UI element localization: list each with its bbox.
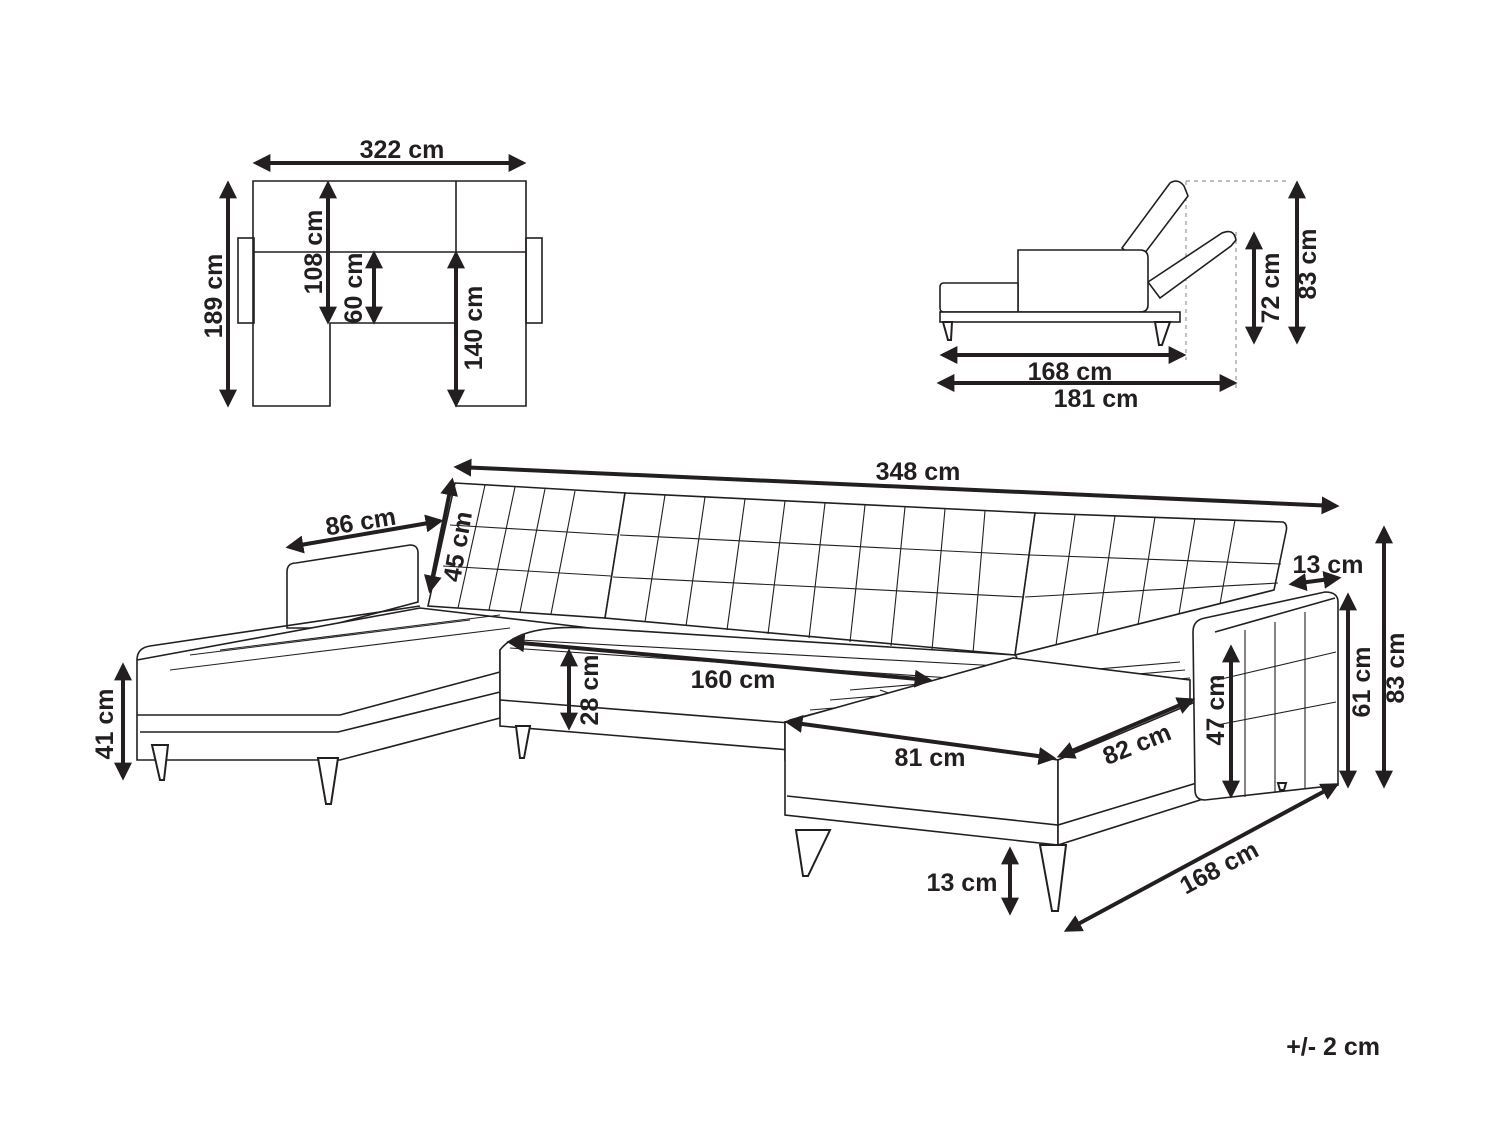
chaise-length-arrow: [285, 514, 444, 554]
side-backrest-up: [1120, 180, 1189, 264]
side-reclined-height-label: 72 cm: [1257, 253, 1285, 324]
total-width-arrow: [453, 458, 1340, 515]
arm-height-label: 61 cm: [1348, 647, 1376, 718]
chaise-side-arrow: [1056, 697, 1196, 759]
plan-view: 322 cm 189 cm 108 cm 60 cm 140 cm: [200, 136, 543, 408]
side-total-length-label: 181 cm: [1054, 385, 1139, 413]
middle-seat-leg: [514, 725, 532, 759]
side-total-height-label: 83 cm: [1294, 229, 1322, 300]
depth-label: 168 cm: [1175, 836, 1263, 901]
plan-chaise-depth-label: 140 cm: [460, 286, 488, 371]
right-armrest-leg: [1276, 782, 1288, 791]
seat-height-label: 41 cm: [91, 689, 119, 760]
chaise-front-label: 81 cm: [895, 744, 966, 772]
right-chaise-leg-front: [1038, 844, 1068, 912]
side-leg-front: [941, 321, 954, 341]
plan-width-label: 322 cm: [360, 136, 445, 164]
left-chaise-leg-back: [150, 744, 170, 781]
backrest-right-panel: [1014, 512, 1288, 657]
side-seat-cushion: [1017, 249, 1149, 313]
back-height-arrow: [424, 477, 458, 594]
leg-height-label: 13 cm: [927, 869, 998, 897]
total-width-label: 348 cm: [876, 458, 961, 486]
side-chaise: [939, 282, 1019, 313]
plan-back-depth-label: 108 cm: [300, 210, 328, 295]
left-chaise-leg-front: [316, 757, 340, 805]
seat-thickness-label: 28 cm: [576, 655, 604, 726]
left-chaise-base: [140, 691, 501, 733]
chaise-length-label: 86 cm: [324, 503, 398, 542]
right-chaise-leg-left: [794, 829, 832, 877]
left-chaise-seam: [137, 671, 501, 716]
tolerance-note: +/- 2 cm: [1286, 1033, 1380, 1061]
perspective-view: 348 cm 86 cm 45 cm 13 cm 83 cm 61 cm 47 …: [91, 458, 1410, 932]
seat-width-label: 160 cm: [691, 666, 776, 694]
side-view: 168 cm 181 cm 72 cm 83 cm: [936, 180, 1322, 413]
right-armrest-top-edge: [1214, 597, 1336, 633]
side-leg-back: [1153, 321, 1172, 346]
chaise-front-arrow: [784, 715, 1057, 765]
depth-arrow: [1063, 783, 1340, 932]
plan-seat-depth-label: 60 cm: [340, 253, 368, 324]
plan-left-arm: [237, 237, 255, 324]
armrest-width-label: 13 cm: [1293, 551, 1364, 579]
seat-width-arrow: [506, 634, 933, 688]
plan-depth-label: 189 cm: [200, 254, 228, 339]
side-backrest-reclined: [1146, 230, 1237, 300]
plan-right-arm: [525, 237, 543, 324]
side-base: [939, 311, 1181, 323]
arm-inner-label: 47 cm: [1202, 675, 1230, 746]
middle-seat-seam: [499, 699, 791, 724]
total-height-label: 83 cm: [1382, 633, 1410, 704]
backrest-middle-panel: [604, 492, 1036, 656]
left-chaise-top-edge: [136, 605, 421, 661]
armrest-width-arrow: [1288, 570, 1342, 592]
